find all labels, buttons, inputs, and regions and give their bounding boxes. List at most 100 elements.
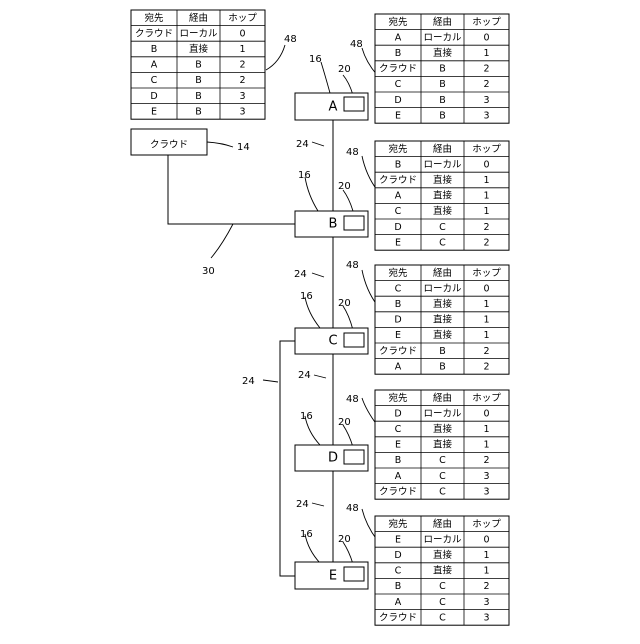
node-d-box: D (295, 445, 368, 471)
table-cell: 直接 (433, 314, 453, 326)
table-cell: A (395, 191, 402, 202)
table-header-cell: 宛先 (388, 143, 408, 155)
table-cell: 直接 (433, 174, 453, 186)
ref-node-a: 16 (309, 54, 322, 65)
table-cell: C (395, 79, 402, 90)
ref-node-c: 16 (300, 291, 313, 302)
table-cell: 1 (483, 440, 489, 451)
table-cell: 1 (483, 206, 489, 217)
table-cell: B (395, 581, 402, 592)
table-cell: B (195, 60, 202, 71)
table-cell: 直接 (433, 205, 453, 217)
node-c-label: C (328, 334, 337, 349)
table-cell: 2 (483, 222, 489, 233)
table-cell: D (394, 315, 401, 326)
table-cell: 0 (483, 32, 489, 43)
table-cell: B (439, 110, 446, 121)
table-cell: E (395, 237, 401, 248)
table-cell: 1 (483, 315, 489, 326)
table-cell: B (195, 106, 202, 117)
table-cell: ローカル (423, 534, 462, 545)
port-a (344, 97, 364, 111)
table-cell: 3 (483, 612, 489, 623)
table-cell: A (395, 471, 402, 482)
port-d (344, 450, 364, 464)
table-cell: A (395, 32, 402, 43)
ref-table-d: 48 (346, 394, 359, 405)
ref-table-b: 48 (346, 147, 359, 158)
table-cell: A (395, 597, 402, 608)
table-cell: A (395, 361, 402, 372)
table-header-cell: ホップ (472, 144, 501, 155)
table-cell: E (395, 534, 401, 545)
ref-node-b: 16 (298, 170, 311, 181)
table-header-cell: 経由 (433, 143, 452, 155)
table-cell: C (439, 581, 446, 592)
table-cell: E (395, 440, 401, 451)
table-cell: D (394, 550, 401, 561)
table-header-cell: 経由 (189, 12, 208, 24)
ref-link-cd: 24 (298, 370, 311, 381)
cloud-box: クラウド (131, 129, 207, 155)
cloud-routing-table: 宛先経由ホップクラウドローカル0B直接1AB2CB2DB3EB3 (131, 10, 265, 119)
table-cell: C (439, 222, 446, 233)
table-cell: C (439, 237, 446, 248)
table-header-cell: 経由 (433, 518, 452, 530)
table-cell: C (439, 455, 446, 466)
ref-link-ab: 24 (296, 139, 309, 150)
table-header-cell: ホップ (472, 519, 501, 530)
table-cell: C (439, 486, 446, 497)
table-cell: 3 (483, 486, 489, 497)
table-cell: 2 (483, 581, 489, 592)
table-cell: A (151, 60, 158, 71)
table-cell: 2 (239, 75, 245, 86)
table-cell: B (395, 48, 402, 59)
ref-link-de: 24 (296, 499, 309, 510)
table-cell: 3 (483, 110, 489, 121)
ref-port-c: 20 (338, 298, 351, 309)
node-c-routing-table: 宛先経由ホップCローカル0B直接1D直接1E直接1クラウドB2AB2 (375, 265, 509, 374)
table-cell: 3 (483, 471, 489, 482)
table-cell: クラウド (135, 28, 173, 39)
node-b-box: B (295, 211, 368, 237)
table-cell: 直接 (189, 43, 209, 55)
ref-table-a: 48 (350, 39, 363, 50)
port-b (344, 216, 364, 230)
node-e-box: E (295, 562, 368, 589)
port-e (344, 567, 364, 581)
ref-cloud: 14 (237, 142, 250, 153)
node-b-label: B (329, 217, 338, 232)
node-a-box: A (295, 93, 368, 120)
table-cell: 2 (239, 60, 245, 71)
ref-table-c: 48 (346, 260, 359, 271)
table-header-cell: ホップ (472, 17, 501, 28)
table-cell: クラウド (379, 175, 417, 186)
table-cell: B (439, 346, 446, 357)
table-cell: 2 (483, 455, 489, 466)
table-cell: B (439, 64, 446, 75)
table-cell: B (439, 95, 446, 106)
link-c-e (280, 341, 295, 576)
table-cell: 1 (483, 48, 489, 59)
ref-port-e: 20 (338, 534, 351, 545)
leader-lines (207, 45, 377, 564)
table-cell: 直接 (433, 190, 453, 202)
table-cell: ローカル (179, 28, 218, 39)
table-cell: 2 (483, 79, 489, 90)
node-a-routing-table: 宛先経由ホップAローカル0B直接1クラウドB2CB2DB3EB3 (375, 14, 509, 123)
table-cell: C (439, 471, 446, 482)
table-cell: ローカル (423, 32, 462, 43)
table-header-cell: 経由 (433, 16, 452, 28)
port-c (344, 333, 364, 347)
table-cell: 1 (239, 44, 245, 55)
table-cell: 直接 (433, 439, 453, 451)
table-cell: B (395, 455, 402, 466)
table-cell: C (395, 566, 402, 577)
table-header-cell: ホップ (228, 13, 257, 24)
table-cell: 1 (483, 330, 489, 341)
table-cell: 直接 (433, 47, 453, 59)
table-cell: C (439, 612, 446, 623)
table-cell: 2 (483, 64, 489, 75)
